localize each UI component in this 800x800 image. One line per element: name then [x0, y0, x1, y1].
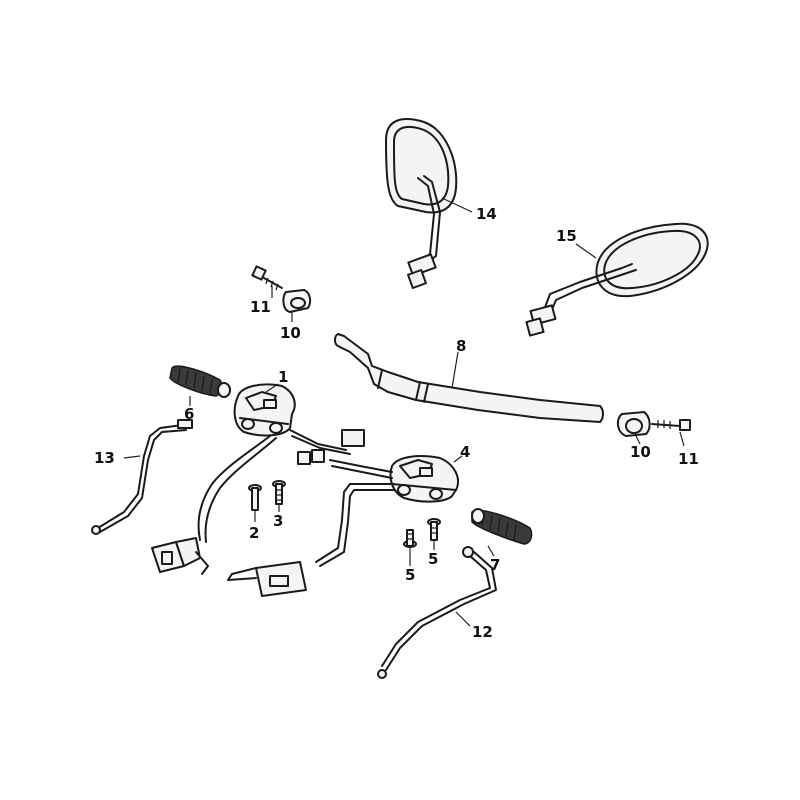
callout-10a: 10: [280, 324, 301, 342]
callout-2: 2: [249, 524, 259, 542]
part-2-screw: [248, 484, 262, 511]
part-5-screw-b: [427, 518, 441, 541]
part-5-screw-a: [403, 529, 417, 548]
part-11-left-bolt: [251, 265, 283, 291]
callout-3: 3: [273, 512, 283, 530]
callout-15: 15: [556, 227, 577, 245]
part-7-right-grip: [471, 508, 533, 545]
callout-4: 4: [460, 443, 470, 461]
callout-7: 7: [490, 556, 500, 574]
part-6-left-grip: [169, 365, 231, 398]
part-3-screw: [272, 480, 286, 505]
callout-12: 12: [472, 623, 493, 641]
part-12-right-cable: [377, 546, 497, 679]
callout-13: 13: [94, 449, 115, 467]
callout-labels: 1 2 3 4 5 5 6 7 8 10 10 11 11 12 13 14 1…: [94, 205, 699, 641]
part-15-right-mirror: [525, 222, 709, 337]
callout-6: 6: [184, 405, 194, 423]
callout-11b: 11: [678, 450, 699, 468]
part-11-right-bolt: [651, 419, 691, 431]
callout-11a: 11: [250, 298, 271, 316]
part-1-left-switch: [233, 383, 296, 437]
part-13-left-cable: [91, 419, 193, 535]
leader-lines: [123, 197, 685, 627]
part-14-left-mirror: [385, 118, 458, 289]
callout-5b: 5: [428, 550, 438, 568]
right-switch-wiring: [227, 459, 395, 597]
callout-8: 8: [456, 337, 466, 355]
callout-5a: 5: [405, 566, 415, 584]
callout-1: 1: [278, 368, 288, 386]
callout-10b: 10: [630, 443, 651, 461]
part-8-handlebar: [334, 333, 604, 423]
part-4-right-switch: [389, 455, 459, 503]
left-switch-wiring: [151, 429, 365, 575]
callout-14: 14: [476, 205, 497, 223]
part-10-left-bar-end: [282, 289, 312, 313]
part-10-right-bar-end: [616, 411, 651, 437]
